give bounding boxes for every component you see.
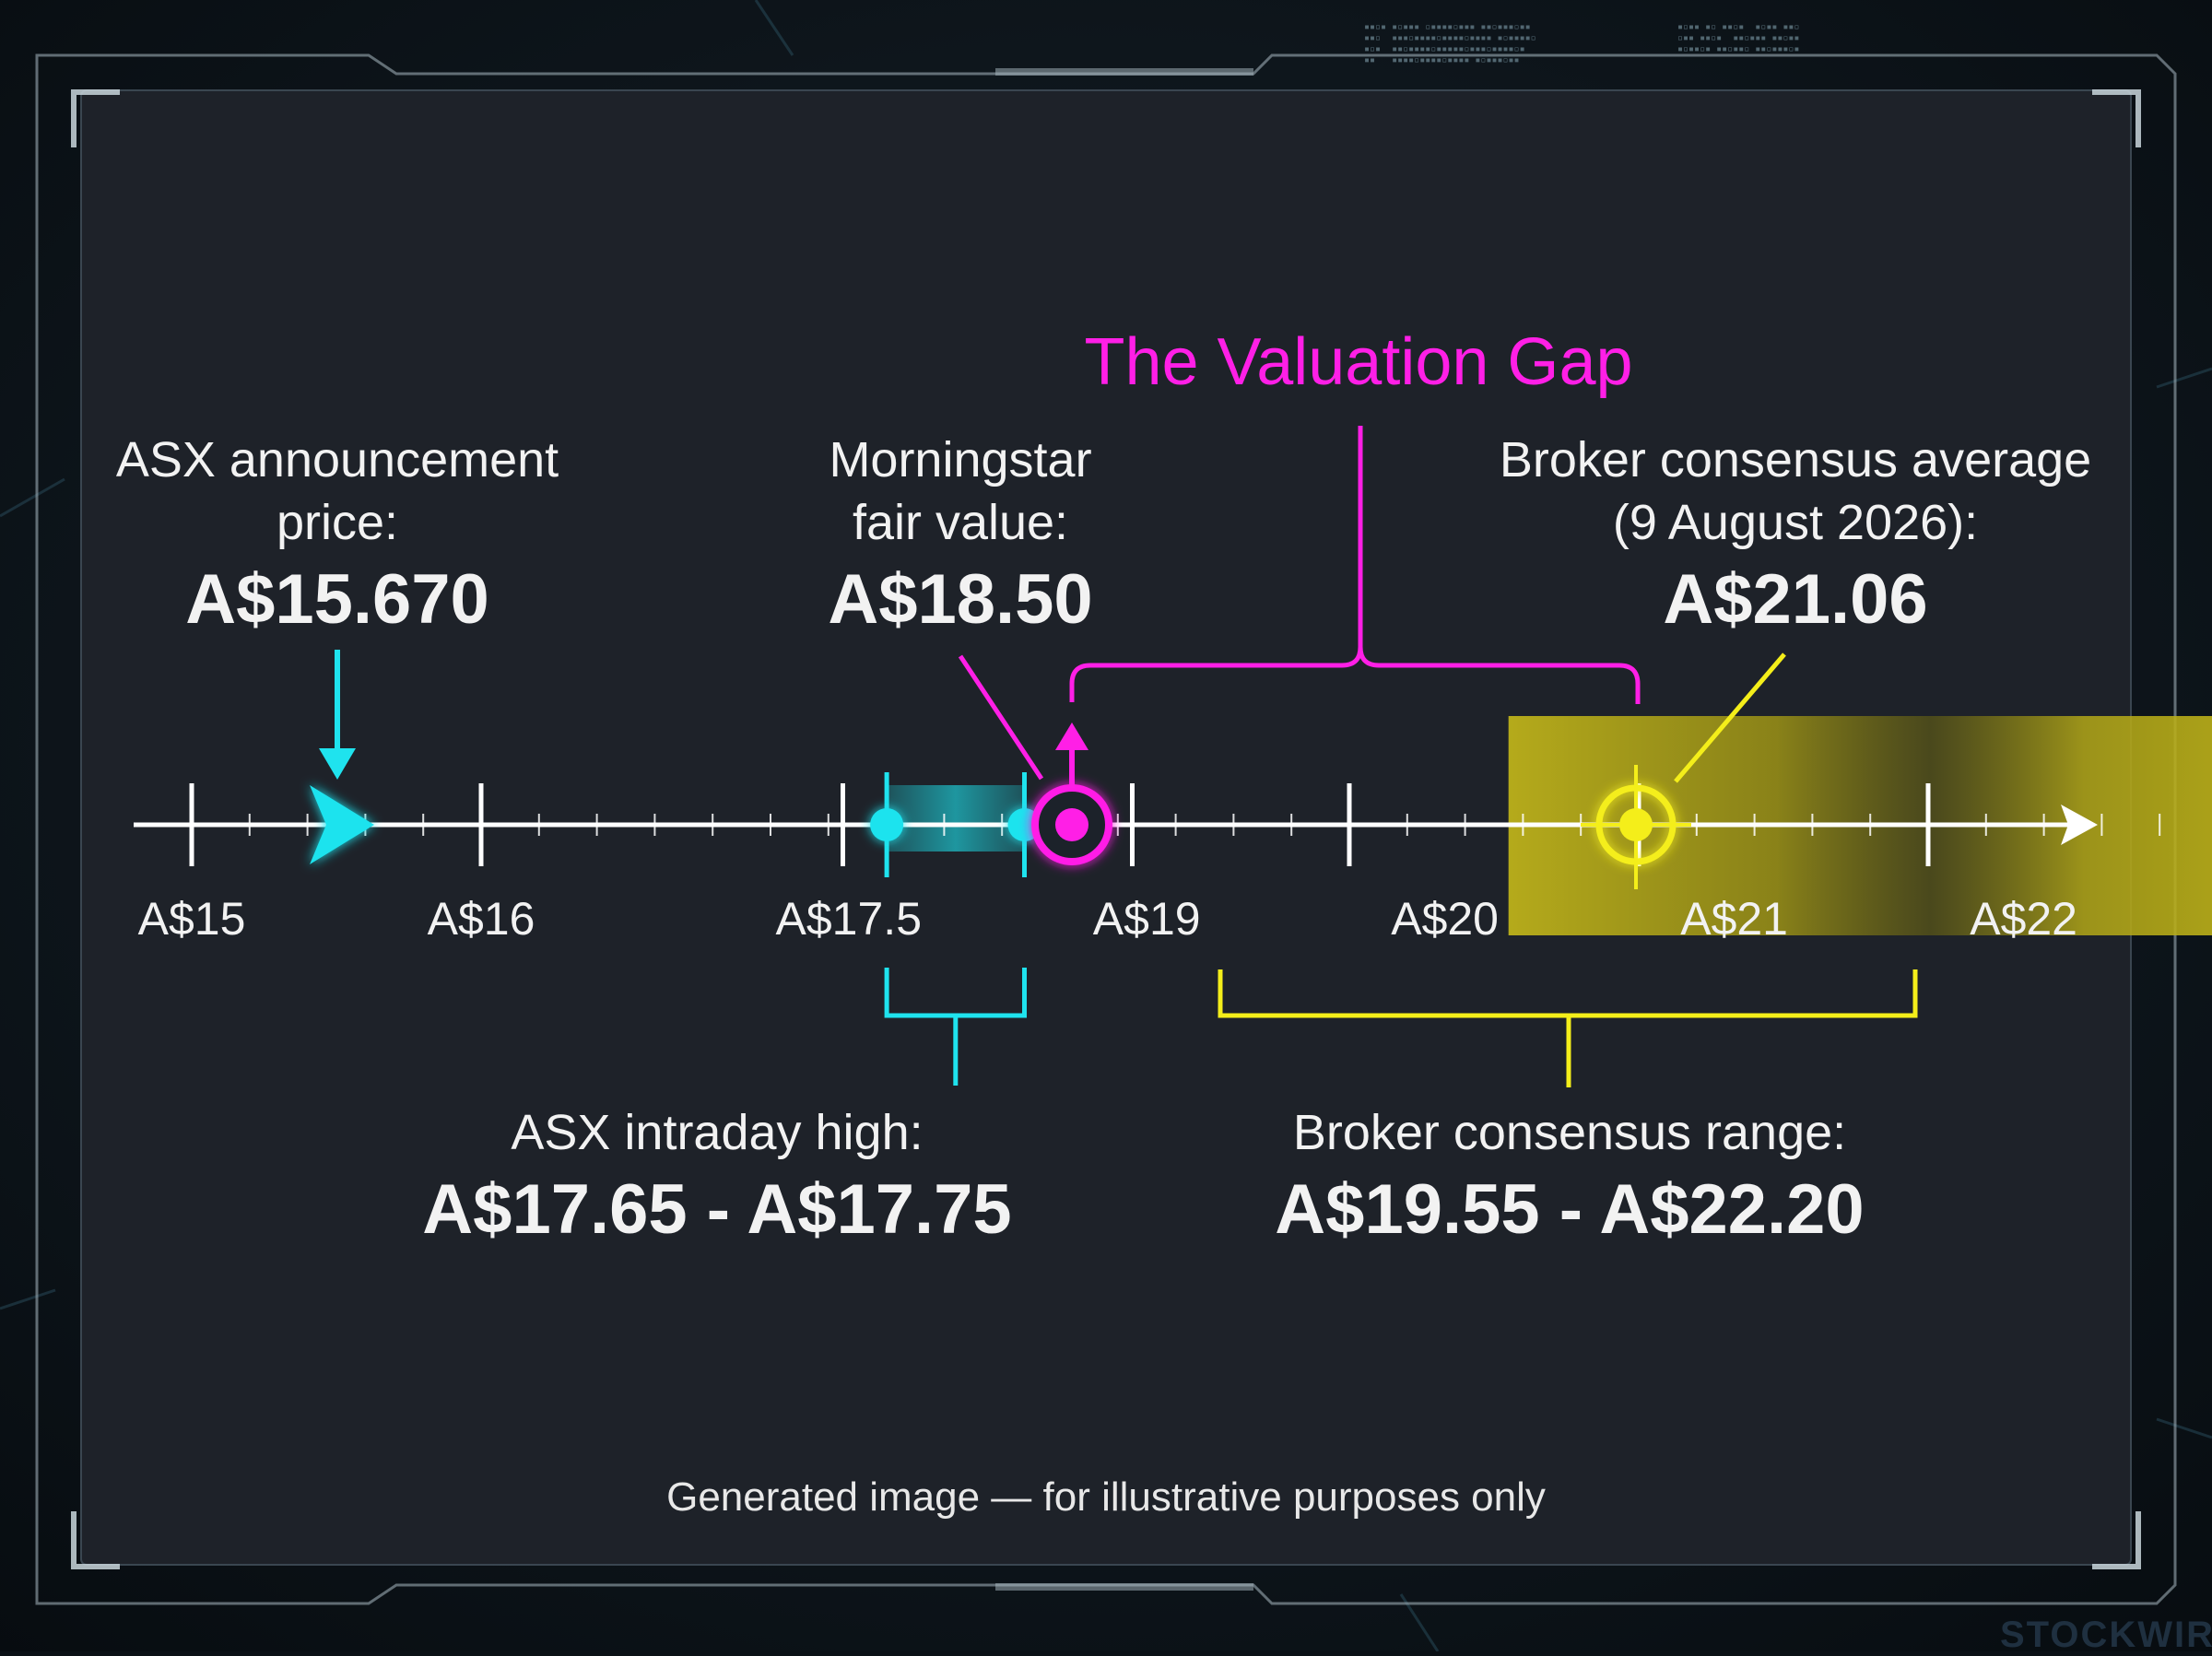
- watermark: STOCKWIRE: [2000, 1615, 2212, 1655]
- announcement-label-line1: ASX announcement: [115, 432, 559, 487]
- axis-tick-label: A$21: [1680, 893, 1788, 945]
- morningstar-label-line2: fair value:: [852, 495, 1069, 550]
- broker-range-value: A$19.55 - A$22.20: [1275, 1170, 1865, 1249]
- announcement-pointer-head: [319, 748, 356, 780]
- axis-arrowhead: [2061, 805, 2098, 845]
- announcement-value: A$15.670: [185, 560, 489, 639]
- footer-disclaimer: Generated image — for illustrative purpo…: [666, 1474, 1546, 1520]
- morningstar-label: Morningstar fair value: A$18.50: [828, 429, 1092, 646]
- intraday-bracket: [884, 968, 1027, 1018]
- axis-tick-label: A$15: [137, 893, 246, 945]
- intraday-dot: [870, 808, 904, 841]
- announcement-marker: [310, 785, 374, 864]
- intraday-high-value: A$17.65 - A$17.75: [422, 1170, 1012, 1249]
- broker-average-label: Broker consensus average (9 August 2026)…: [1500, 429, 2091, 646]
- morningstar-pointer-line: [958, 654, 1044, 781]
- broker-average-pointer-line: [1674, 652, 1786, 783]
- broker-range-bracket: [1218, 969, 1918, 1018]
- intraday-band: [887, 785, 1025, 851]
- morningstar-value: A$18.50: [828, 560, 1093, 639]
- intraday-high-label: ASX intraday high: A$17.65 - A$17.75: [422, 1101, 1011, 1256]
- axis-tick-label: A$19: [1092, 893, 1201, 945]
- axis-tick-label: A$22: [1970, 893, 2077, 945]
- chart-title: The Valuation Gap: [1084, 325, 1633, 399]
- broker-average-value: A$21.06: [1663, 560, 1928, 639]
- morningstar-up-arrow-head: [1055, 722, 1088, 750]
- intraday-high-label-line1: ASX intraday high:: [511, 1105, 924, 1160]
- hud-decoration-code: ▪▪▫▪ ▪▫▪▪▪ ▫▪▪▪▪▫▪▪▪ ▪▪▫▪▪▪▫▪▪ ▪▪▫ ▪▪▪▫▪…: [1364, 22, 1536, 65]
- announcement-label-line2: price:: [276, 495, 399, 550]
- valuation-gap-brace: [1069, 426, 1641, 704]
- broker-average-label-line2: (9 August 2026):: [1612, 495, 1979, 550]
- broker-range-label-line1: Broker consensus range:: [1292, 1105, 1847, 1160]
- morningstar-dot: [1055, 808, 1088, 841]
- broker-average-label-line1: Broker consensus average: [1499, 432, 2092, 487]
- announcement-label: ASX announcement price: A$15.670: [116, 429, 559, 646]
- hud-decoration-code-2: ▪▫▪▪ ▪▫ ▪▪▫▪ ▪▫▪▪ ▪▪▫ ▫▪▪ ▪▪▫▪ ▪▪▫▪▪▪ ▪▪…: [1677, 22, 1800, 54]
- axis-tick-label: A$20: [1391, 893, 1499, 945]
- morningstar-label-line1: Morningstar: [829, 432, 1092, 487]
- broker-range-label: Broker consensus range: A$19.55 - A$22.2…: [1275, 1101, 1864, 1256]
- axis-tick-label: A$17.5: [775, 893, 923, 945]
- axis-tick-label: A$16: [427, 893, 535, 945]
